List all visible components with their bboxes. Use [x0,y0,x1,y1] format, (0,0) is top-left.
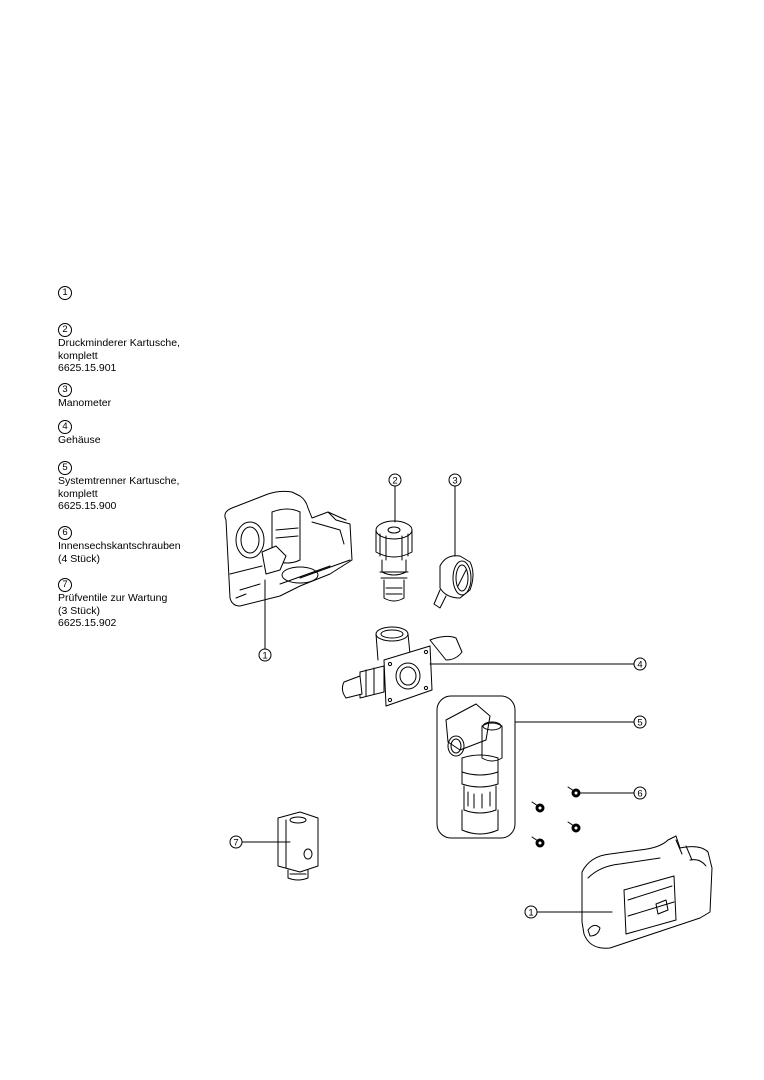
part-3-manometer [433,555,474,609]
callout-7-circle [229,835,243,849]
legend-text-line: Systemtrenner Kartusche, [58,475,180,487]
legend-part-number: 6625.15.900 [58,500,117,512]
legend-text-line: Prüfventile zur Wartung [58,592,168,604]
legend-item-6: 6 Innensechskantschrauben (4 Stück) [58,526,181,565]
legend-number-4: 4 [58,420,72,434]
legend-text-line: Druckminderer Kartusche, [58,337,180,349]
callout-7-label: 7 [233,838,238,849]
legend-number-1: 1 [58,286,72,300]
part-4-valve-body [341,626,463,707]
callout-5-circle [633,715,647,729]
legend-number-3: 3 [58,383,72,397]
screw [531,801,545,813]
callout-4-label: 4 [637,660,642,671]
callout-1b-label: 1 [528,908,533,919]
legend-text-line: (4 Stück) [58,552,101,565]
legend-item-4: 4 Gehäuse [58,420,101,447]
legend-text-line: Gehäuse [58,434,101,446]
legend-number-2: 2 [58,323,72,337]
callout-1a-circle [258,648,272,662]
part-2-pressure-reducer-cartridge [375,520,413,602]
legend-item-5: 5 Systemtrenner Kartusche, komplett 6625… [58,461,179,513]
screw [567,821,581,833]
legend-text-line: Manometer [58,397,112,409]
legend-item-2: 2 Druckminderer Kartusche, komplett 6625… [58,323,180,375]
legend-number-5: 5 [58,461,72,475]
legend-number-6: 6 [58,526,72,540]
callout-1a-label: 1 [262,651,267,662]
callout-2-label: 2 [392,476,397,487]
callout-6-label: 6 [637,789,642,800]
callout-2-circle [388,473,402,487]
part-1-housing-cover-left [224,490,353,607]
part-7-test-valve [277,811,319,881]
legend-item-7: 7 Prüfventile zur Wartung (3 Stück) 6625… [58,578,167,630]
part-1-housing-cover-right [581,835,713,949]
callout-6-circle [633,786,647,800]
part-5-system-separator-cartridge [436,695,516,839]
screw [567,786,581,798]
part-6-hex-socket-screws [531,786,581,848]
legend-number-7: 7 [58,578,72,592]
legend-text-line: komplett [58,349,98,362]
legend-item-3: 3 Manometer [58,383,111,410]
legend-text-line: komplett [58,487,98,500]
legend-text-line: (3 Stück) [58,604,101,617]
callout-3-circle [448,473,462,487]
callout-1b-circle [524,905,538,919]
callout-3-label: 3 [452,476,457,487]
legend-text-line: Innensechskantschrauben [58,540,181,552]
callout-4-circle [633,657,647,671]
screw [531,836,545,848]
legend-part-number: 6625.15.901 [58,362,117,374]
legend-item-1: 1 [58,286,72,300]
legend-part-number: 6625.15.902 [58,617,117,629]
callout-5-label: 5 [637,718,642,729]
